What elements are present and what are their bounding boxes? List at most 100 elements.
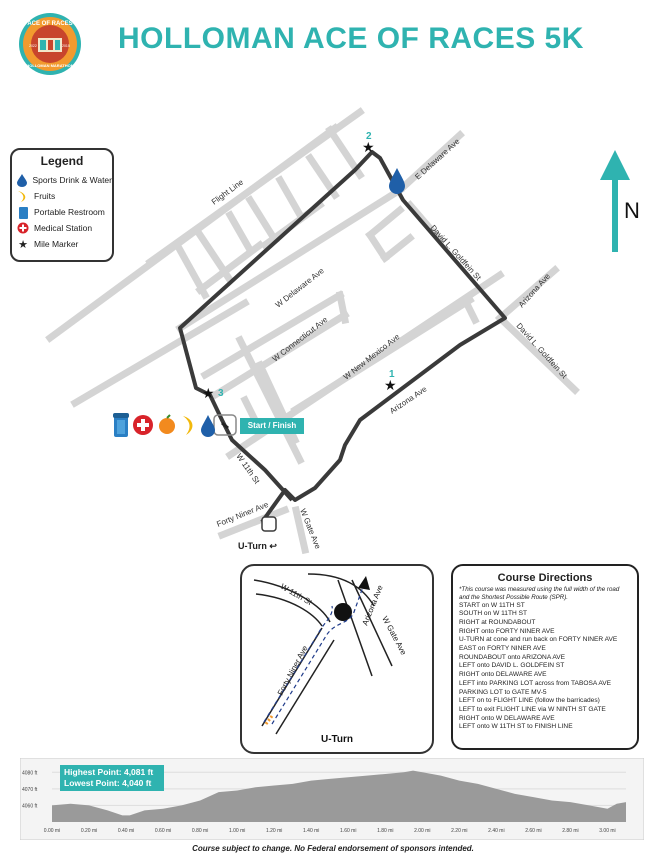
banana-icon [183, 416, 193, 435]
elevation-y-label: 4070 ft [22, 787, 38, 793]
inset-roundabout [334, 603, 352, 621]
elevation-summary: Highest Point: 4,081 ft Lowest Point: 4,… [60, 765, 164, 791]
direction-step: ROUNDABOUT onto ARIZONA AVE [459, 653, 566, 661]
directions-note: *This course was measured using the full… [459, 586, 620, 601]
elevation-x-label: 1.40 mi [303, 828, 319, 834]
logo-bottom-text: HOLLOMAN MARATHON [26, 63, 73, 68]
legend-label-restroom: Portable Restroom [34, 207, 105, 217]
elevation-y-label: 4060 ft [22, 803, 38, 809]
legend: Legend Sports Drink & Water Fruits Porta… [10, 148, 114, 262]
uturn-arrow-icon: ↩ [269, 541, 277, 551]
start-finish-label: Start / Finish [240, 418, 304, 434]
elevation-area [52, 770, 626, 822]
uturn-label: U-Turn ↩ [238, 541, 277, 552]
direction-step: SOUTH on W 11TH ST [459, 610, 528, 618]
elevation-x-label: 2.40 mi [488, 828, 504, 834]
direction-step: RIGHT onto DELAWARE AVE [459, 671, 547, 679]
logo-year-right: 2015 [62, 44, 70, 48]
mile-marker-star-1: ★ [384, 377, 397, 393]
inset-label-forty-niner: Forty Niner Ave [276, 644, 310, 697]
legend-item-medical: Medical Station [12, 220, 112, 236]
legend-item-water: Sports Drink & Water [12, 172, 112, 188]
direction-step: LEFT onto W 11TH ST to FINISH LINE [459, 723, 573, 731]
mile-marker-3: 3 [218, 388, 224, 399]
uturn-text: U-Turn [238, 541, 267, 551]
water-drop-icon [16, 173, 28, 187]
legend-item-mile: ★ Mile Marker [12, 236, 112, 252]
road-goldfein-ext [495, 313, 580, 395]
directions-steps: START on W 11TH ST SOUTH on W 11TH ST RI… [453, 602, 637, 733]
elevation-x-label: 0.80 mi [192, 828, 208, 834]
start-finish-box [213, 414, 237, 436]
inset-caption: U-Turn [321, 734, 353, 745]
label-goldfein-1: David L. Goldfein St [429, 223, 484, 282]
water-drop-icon [201, 415, 215, 437]
label-goldfein-2: David L. Goldfein St [515, 321, 570, 380]
elevation-profile: 4080 ft 4070 ft 4060 ft 0.00 mi 0.20 mi 0.40 … [20, 758, 644, 840]
direction-step: LEFT into PARKING LOT across from TABOSA… [459, 679, 612, 687]
road-w-gate [291, 505, 310, 555]
elevation-x-label: 2.20 mi [451, 828, 467, 834]
footer-disclaimer: Course subject to change. No Federal end… [192, 844, 474, 853]
elevation-x-label: 0.60 mi [155, 828, 171, 834]
road-w-delaware [175, 185, 405, 333]
medical-cross-icon [16, 221, 30, 235]
elevation-x-label: 1.20 mi [266, 828, 282, 834]
highest-point: Highest Point: 4,081 ft [64, 767, 154, 777]
direction-step: LEFT onto DAVID L. GOLDFEIN ST [459, 662, 565, 670]
star-icon: ★ [18, 238, 28, 251]
legend-label-fruits: Fruits [34, 191, 56, 201]
elevation-x-label: 3.00 mi [599, 828, 615, 834]
directions-heading: Course Directions [497, 572, 593, 584]
legend-label-medical: Medical Station [34, 223, 93, 233]
lowest-point: Lowest Point: 4,040 ft [64, 778, 152, 788]
direction-step: U-TURN at cone and run back on FORTY NIN… [459, 636, 618, 644]
legend-label-mile: Mile Marker [34, 239, 79, 249]
orange-icon [159, 414, 175, 434]
north-arrow-icon: N [600, 150, 640, 252]
label-arizona-1: Arizona Ave [517, 271, 553, 309]
mile-marker-1: 1 [389, 369, 395, 380]
elevation-x-label: 2.00 mi [414, 828, 430, 834]
legend-item-restroom: Portable Restroom [12, 204, 112, 220]
elevation-x-label: 1.60 mi [340, 828, 356, 834]
legend-heading: Legend [40, 154, 84, 168]
direction-step: START on W 11TH ST [459, 601, 525, 609]
aid-station-icons [112, 410, 216, 440]
water-station-icon [389, 168, 405, 194]
portable-restroom-icon [16, 205, 30, 219]
elevation-x-label: 2.60 mi [525, 828, 541, 834]
elevation-x-label: 0.20 mi [81, 828, 97, 834]
roundabout [261, 516, 277, 532]
elevation-x-label: 1.00 mi [229, 828, 245, 834]
legend-item-fruits: Fruits [12, 188, 112, 204]
inset-svg: W 11th St Arizona Ave W Gate Ave Forty N… [253, 573, 408, 745]
logo-top-text: ACE OF RACES [27, 21, 72, 27]
logo-year-left: 2022 [29, 44, 37, 48]
race-route [178, 150, 507, 524]
label-e-delaware: E Delaware Ave [413, 136, 462, 181]
north-label: N [624, 198, 640, 223]
direction-step: RIGHT onto W DELAWARE AVE [459, 714, 555, 722]
direction-step: LEFT on to FLIGHT LINE (follow the barri… [459, 697, 600, 705]
direction-step: LEFT to exit FLIGHT LINE via W NINTH ST … [459, 705, 606, 713]
road-forty-niner [217, 505, 290, 540]
inset-label-w11: W 11th St [279, 582, 314, 607]
direction-step: PARKING LOT to GATE MV-5 [459, 688, 547, 696]
label-w-delaware: W Delaware Ave [274, 266, 326, 310]
elevation-x-label: 1.80 mi [377, 828, 393, 834]
course-directions: Course Directions *This course was measu… [451, 564, 639, 750]
elevation-x-label: 2.80 mi [562, 828, 578, 834]
uturn-inset-map: W 11th St Arizona Ave W Gate Ave Forty N… [240, 564, 434, 754]
elevation-x-label: 0.00 mi [44, 828, 60, 834]
direction-step: RIGHT at ROUNDABOUT [459, 618, 536, 626]
mile-marker-star-2: ★ [362, 139, 375, 155]
elevation-x-label: 0.40 mi [118, 828, 134, 834]
legend-label-water: Sports Drink & Water [32, 175, 112, 185]
direction-step: EAST on FORTY NINER AVE [459, 645, 546, 653]
elevation-y-label: 4080 ft [22, 770, 38, 776]
mile-marker-2: 2 [366, 131, 372, 142]
banana-icon [16, 189, 30, 203]
race-logo: ACE OF RACES HOLLOMAN MARATHON 2022 2015 [19, 13, 81, 75]
direction-step: RIGHT onto FORTY NINER AVE [459, 627, 555, 635]
